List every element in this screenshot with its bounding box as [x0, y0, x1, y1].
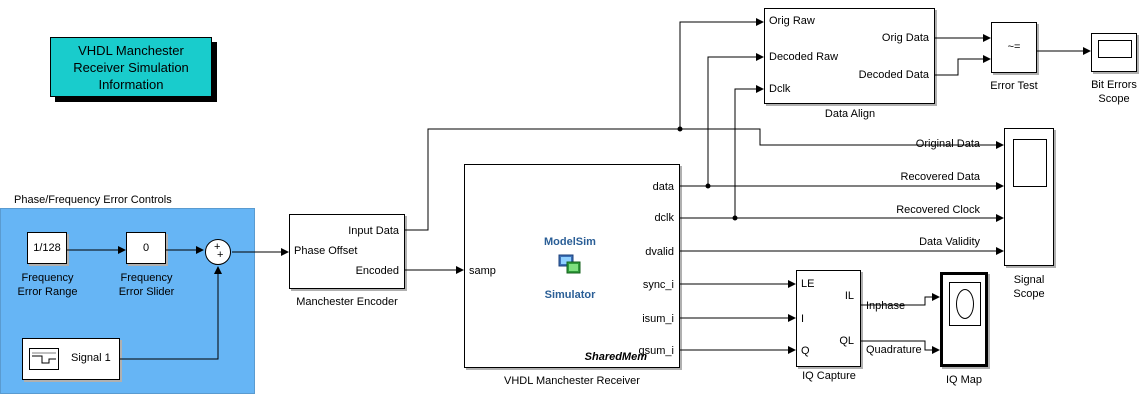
info-block[interactable]: VHDL Manchester Receiver Simulation Info…: [50, 37, 212, 97]
signal-label-data-validity: Data Validity: [919, 236, 980, 248]
signal-scope-name-2: Scope: [1013, 288, 1045, 300]
data-align-block[interactable]: Orig Raw Decoded Raw Dclk Orig Data Deco…: [764, 8, 935, 104]
iq-label-inphase: Inphase: [866, 300, 906, 312]
freq-slider-value: 0: [142, 242, 150, 254]
freq-slider-label-2: Error Slider: [118, 286, 175, 298]
receiver-port-sync-i: sync_i: [642, 279, 674, 291]
info-line-2: Receiver Simulation: [73, 60, 189, 75]
receiver-port-dvalid: dvalid: [645, 246, 674, 258]
signal-builder-icon: [29, 348, 59, 370]
signal-builder-label: Signal 1: [71, 352, 111, 364]
bit-scope-name-1: Bit Errors: [1091, 79, 1137, 91]
iq-capture-port-q: Q: [801, 345, 810, 357]
data-align-port-decoded-data: Decoded Data: [858, 69, 929, 81]
signal-label-recovered-clock: Recovered Clock: [896, 204, 980, 216]
vhdl-receiver-block[interactable]: samp data dclk dvalid sync_i isum_i qsum…: [464, 164, 680, 368]
bit-scope-screen-icon: [1098, 40, 1132, 58]
iq-capture-block[interactable]: LE I Q IL QL: [796, 270, 861, 367]
freq-range-label-2: Error Range: [17, 286, 78, 298]
iq-map-screen-icon: [949, 282, 981, 326]
receiver-name: VHDL Manchester Receiver: [504, 375, 640, 387]
error-test-symbol: ~=: [1007, 41, 1021, 53]
error-test-name: Error Test: [990, 80, 1038, 92]
iq-capture-port-ql: QL: [839, 335, 854, 347]
modelsim-logo-text-1: ModelSim: [544, 236, 596, 248]
receiver-port-data: data: [652, 181, 674, 193]
receiver-port-dclk: dclk: [654, 212, 674, 224]
iq-map-name: IQ Map: [945, 374, 983, 386]
freq-slider-block[interactable]: 0: [126, 232, 166, 264]
signal-label-recovered-data: Recovered Data: [900, 171, 981, 183]
data-align-port-orig-raw: Orig Raw: [769, 15, 815, 27]
error-test-block[interactable]: ~=: [991, 22, 1037, 73]
freq-range-value: 1/128: [33, 242, 61, 254]
manchester-encoder-block[interactable]: Input Data Phase Offset Encoded: [289, 214, 405, 289]
data-align-port-orig-data: Orig Data: [881, 32, 929, 44]
info-line-1: VHDL Manchester: [78, 43, 184, 58]
freq-range-label-1: Frequency: [21, 272, 74, 284]
shared-mem-label: SharedMem: [584, 351, 647, 363]
sum-block[interactable]: + +: [204, 238, 232, 266]
receiver-port-isum-i: isum_i: [642, 313, 674, 325]
bit-scope-name-2: Scope: [1098, 93, 1130, 105]
encoder-name: Manchester Encoder: [296, 296, 398, 308]
signal-scope-name-1: Signal: [1013, 274, 1045, 286]
encoder-port-encoded: Encoded: [355, 265, 399, 277]
freq-range-block[interactable]: 1/128: [27, 232, 67, 264]
iq-label-quadrature: Quadrature: [866, 344, 922, 356]
modelsim-logo-text-2: Simulator: [544, 289, 596, 301]
modelsim-icon: [558, 254, 581, 274]
iq-capture-port-le: LE: [801, 278, 815, 290]
sum-sign-1: +: [214, 241, 220, 253]
info-line-3: Information: [98, 77, 164, 92]
iq-map-block[interactable]: [940, 272, 988, 367]
encoder-port-phase-offset: Phase Offset: [294, 245, 358, 257]
iq-capture-port-i: I: [801, 313, 805, 325]
iq-capture-port-il: IL: [844, 290, 854, 302]
signal-label-original-data: Original Data: [915, 138, 980, 150]
receiver-port-qsum-i: qsum_i: [638, 345, 674, 357]
data-align-port-dclk: Dclk: [769, 83, 791, 95]
bit-errors-scope-block[interactable]: [1091, 33, 1137, 72]
sum-sign-2: +: [217, 249, 223, 261]
data-align-port-decoded-raw: Decoded Raw: [769, 51, 839, 63]
controls-area-title: Phase/Frequency Error Controls: [14, 194, 172, 206]
signal-scope-block[interactable]: [1004, 128, 1054, 266]
iq-capture-name: IQ Capture: [802, 370, 856, 382]
signal-scope-screen-icon: [1013, 139, 1047, 187]
signal-builder-block[interactable]: Signal 1: [22, 338, 120, 380]
data-align-name: Data Align: [824, 108, 876, 120]
freq-slider-label-1: Frequency: [120, 272, 173, 284]
receiver-port-samp: samp: [469, 265, 496, 277]
encoder-port-input-data: Input Data: [348, 225, 399, 237]
